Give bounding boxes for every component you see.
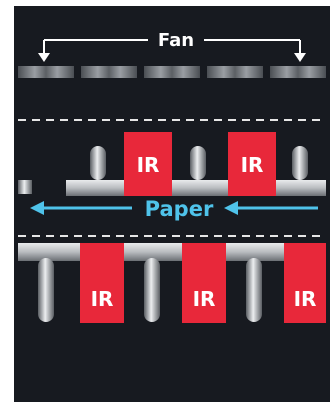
fan-arrow-left-icon <box>38 53 50 62</box>
roller-base <box>66 180 326 196</box>
roller-base <box>18 243 326 261</box>
paper-arrow-left-icon <box>224 201 238 215</box>
roller-post <box>38 258 54 322</box>
paper-label: Paper <box>145 197 214 221</box>
paper-arrow-left-icon <box>30 201 44 215</box>
roller-post <box>90 146 106 180</box>
ir-label: IR <box>137 153 160 177</box>
ir-label: IR <box>241 153 264 177</box>
roller-post <box>292 146 308 180</box>
ir-heater <box>182 243 226 323</box>
fan-vent <box>18 66 74 78</box>
roller-post <box>190 146 206 180</box>
ir-heater <box>284 243 326 323</box>
paper-direction: Paper <box>30 197 318 221</box>
fan-vent <box>144 66 200 78</box>
ir-label: IR <box>91 287 114 311</box>
roller-post <box>144 258 160 322</box>
fan-arrow-right-icon <box>294 53 306 62</box>
fan-vent <box>81 66 137 78</box>
ir-heater <box>80 243 124 323</box>
fan-label: Fan <box>158 30 194 51</box>
fan-vent <box>207 66 263 78</box>
ir-heater <box>124 132 172 196</box>
roller-post <box>246 258 262 322</box>
upper-row: IR IR <box>18 132 326 196</box>
ir-label: IR <box>294 287 317 311</box>
fan-indicator: Fan <box>38 30 306 62</box>
lower-row: IR IR IR <box>18 243 326 323</box>
ir-heater <box>228 132 276 196</box>
ir-label: IR <box>193 287 216 311</box>
fan-vents <box>18 66 326 78</box>
roller-stub <box>18 180 32 194</box>
fan-vent <box>270 66 326 78</box>
